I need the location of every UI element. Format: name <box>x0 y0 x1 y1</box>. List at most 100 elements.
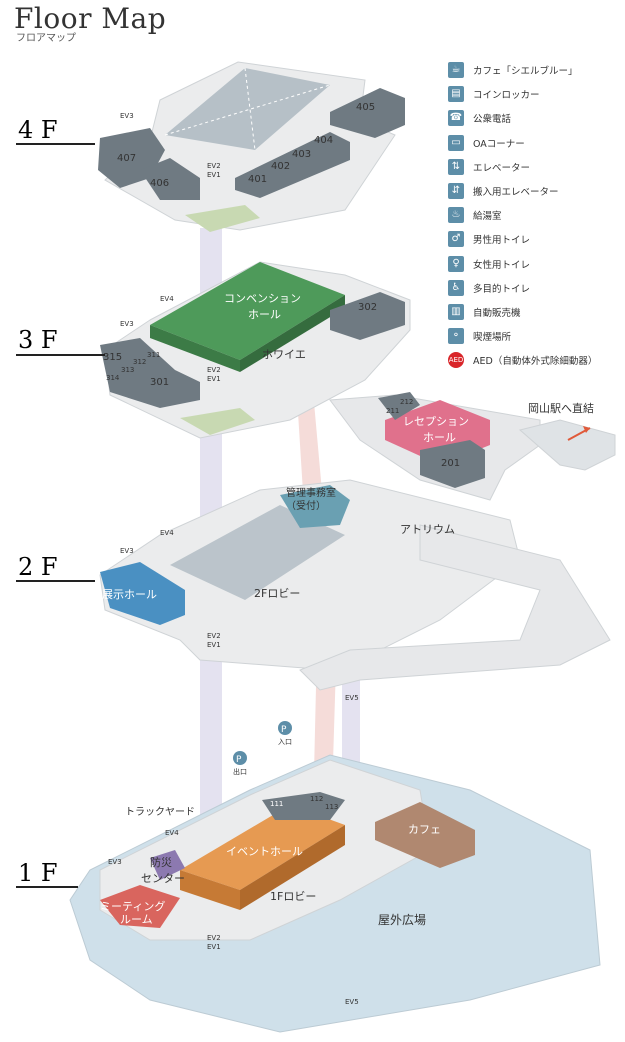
cafe-label: カフェ <box>408 823 441 836</box>
convention-hall[interactable] <box>150 262 345 360</box>
legend-item: ♀ 女性用トイレ <box>448 252 623 276</box>
parking-exit-marker[interactable] <box>233 751 247 765</box>
parking-exit-label: 出口 <box>233 767 247 776</box>
office-room[interactable] <box>280 485 350 528</box>
disaster-center-label-1: 防災 <box>150 855 172 869</box>
meeting-room-label-1: ミーティング <box>100 899 165 913</box>
legend-item: ♿多目的トイレ <box>448 276 623 300</box>
freight-elevator-icon: ⇵ <box>448 183 464 200</box>
ev3-label-1f: EV3 <box>108 858 122 866</box>
oa-corner-icon: ▭ <box>448 134 464 151</box>
lobby-2f-label: 2Fロビー <box>254 587 300 600</box>
room-407-label: 407 <box>117 153 136 164</box>
event-hall[interactable] <box>180 805 345 890</box>
room-201-label: 201 <box>441 458 460 469</box>
meeting-room-label-2: ルーム <box>120 913 153 926</box>
room-201[interactable] <box>420 440 485 488</box>
legend-item: ♨ 給湯室 <box>448 203 623 227</box>
page-subtitle: フロアマップ <box>16 33 76 44</box>
womens-toilet-icon: ♀ <box>448 255 464 272</box>
ev2-label-1f: EV2 <box>207 934 221 942</box>
page-title: Floor Map <box>14 2 167 35</box>
accessible-toilet-icon: ♿ <box>448 279 464 296</box>
room-302[interactable] <box>330 292 405 340</box>
room-405-label: 405 <box>356 102 375 113</box>
mens-toilet-icon: ♂ <box>448 231 464 248</box>
room-404-label: 404 <box>314 135 333 146</box>
legend-item: ▥自動販売機 <box>448 300 623 324</box>
legend-label: OAコーナー <box>473 138 525 150</box>
restroom-area-4f <box>185 205 260 232</box>
ev1-label-1f: EV1 <box>207 943 221 951</box>
legend-label: 公衆電話 <box>473 114 512 126</box>
station-label: 岡山駅へ直結 <box>528 401 594 415</box>
legend-item: ▭ OAコーナー <box>448 131 623 155</box>
phone-icon: ☎ <box>448 110 464 127</box>
ev1-label-3f: EV1 <box>207 375 221 383</box>
floor-label-4f: 4 F <box>18 116 58 144</box>
room-403-label: 403 <box>292 149 311 160</box>
rooms-211-212[interactable] <box>378 392 420 420</box>
room-406[interactable] <box>140 158 200 200</box>
truck-yard-label: トラックヤード <box>125 806 195 818</box>
rooms-301-315[interactable] <box>100 338 200 408</box>
parking-entry-label: 入口 <box>278 738 292 746</box>
room-112-label: 112 <box>310 795 323 803</box>
room-315-label: 315 <box>103 352 122 363</box>
floor-1f <box>69 721 601 1033</box>
cafe-icon: ☕ <box>448 62 464 79</box>
event-hall-front <box>240 825 345 910</box>
atrium-void-4f <box>165 68 330 150</box>
legend-label: 男性用トイレ <box>473 235 531 247</box>
legend-label: 給湯室 <box>473 211 502 223</box>
cafe-area[interactable] <box>375 802 475 868</box>
ev4-label-1f: EV4 <box>165 829 179 837</box>
floor-label-2f: 2 F <box>18 553 58 581</box>
meeting-room[interactable] <box>100 885 180 928</box>
legend-item: ☕ カフェ「シエルブルー」 <box>448 58 623 82</box>
reception-hall-label-1: レセプション <box>403 415 469 428</box>
legend-label: カフェ「シエルブルー」 <box>473 66 578 78</box>
room-406-label: 406 <box>150 178 169 189</box>
ev2-label-4f: EV2 <box>207 162 221 170</box>
lobby-1f-label: 1Fロビー <box>270 890 316 903</box>
ev4-label-2f: EV4 <box>160 529 174 537</box>
parking-exit-mark: P <box>236 755 242 765</box>
parking-entry-marker[interactable] <box>278 721 292 735</box>
room-405[interactable] <box>330 88 405 138</box>
legend-item: ⚬喫煙場所 <box>448 324 623 348</box>
event-hall-side <box>180 870 240 910</box>
aed-icon: AED <box>448 352 464 369</box>
room-113-label: 113 <box>325 803 338 811</box>
disaster-center[interactable] <box>150 850 185 880</box>
room-111-label: 111 <box>270 800 283 808</box>
reception-hall-label-2: ホール <box>423 431 456 444</box>
ev1-label-2f: EV1 <box>207 641 221 649</box>
floor-3f <box>100 261 411 439</box>
rooms-111-113[interactable] <box>262 792 345 820</box>
ev3-label-3f: EV3 <box>120 320 134 328</box>
floor-label-1f: 1 F <box>18 859 58 887</box>
exhibition-hall[interactable] <box>100 562 185 625</box>
room-211-label: 211 <box>386 407 399 415</box>
ev3-label-2f: EV3 <box>120 547 134 555</box>
legend-item: ⇵搬入用エレベーター <box>448 179 623 203</box>
floor-4f <box>98 61 405 232</box>
elevator-icon: ⇅ <box>448 158 464 175</box>
floor-label-3f: 3 F <box>18 326 58 354</box>
outdoor-plaza-label: 屋外広場 <box>378 913 426 927</box>
convention-hall-side <box>150 325 240 372</box>
atrium-void-2f <box>170 505 345 600</box>
room-311-label: 311 <box>147 351 160 359</box>
atrium-label: アトリウム <box>400 523 455 536</box>
room-301-label: 301 <box>150 377 169 388</box>
legend-label: 女性用トイレ <box>473 259 531 271</box>
rooms-401-404[interactable] <box>235 132 350 198</box>
ev5-label-2f: EV5 <box>345 694 359 702</box>
legend-label: 喫煙場所 <box>473 332 512 344</box>
legend-item: ☎ 公衆電話 <box>448 106 623 130</box>
exhibition-hall-label: 展示ホール <box>102 588 157 601</box>
parking-entry-mark: P <box>281 725 287 735</box>
station-walkway <box>518 419 616 471</box>
kitchenette-icon: ♨ <box>448 207 464 224</box>
